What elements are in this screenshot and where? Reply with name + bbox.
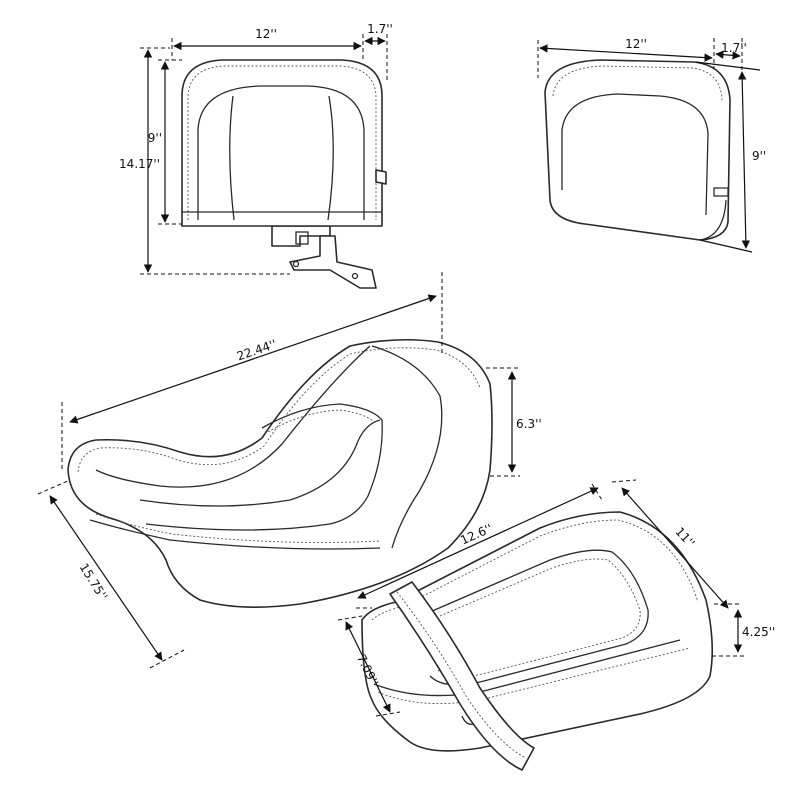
backrest-front-pad-height-label: 9'' [148, 131, 162, 145]
backrest-side-view: 12'' 1.7'' 9'' [537, 37, 766, 253]
backrest-side-height-label: 9'' [752, 149, 766, 163]
backrest-pad-front [181, 59, 383, 227]
backrest-front-width-label: 12'' [255, 27, 277, 41]
driver-seat-length-label: 22.44'' [235, 337, 278, 364]
backrest-front-depth-label: 1.7'' [367, 22, 393, 36]
backrest-front-total-height-label: 14.17'' [119, 157, 160, 171]
passenger-seat-front-height-label: 4.25'' [742, 625, 775, 639]
driver-seat-height-label: 6.3'' [516, 417, 542, 431]
passenger-seat-view: 12.6'' 11'' 4.25'' 7.09'' [337, 479, 775, 771]
backrest-front-view: 12'' 1.7'' 9'' 14.17'' [119, 22, 393, 289]
passenger-seat-strap [389, 581, 535, 771]
backrest-pad-side [544, 59, 731, 241]
backrest-side-depth-label: 1.7'' [721, 41, 747, 55]
driver-seat-width-label: 15.75'' [77, 561, 111, 603]
backrest-side-width-label: 12'' [625, 37, 647, 51]
backrest-bracket [271, 225, 377, 289]
